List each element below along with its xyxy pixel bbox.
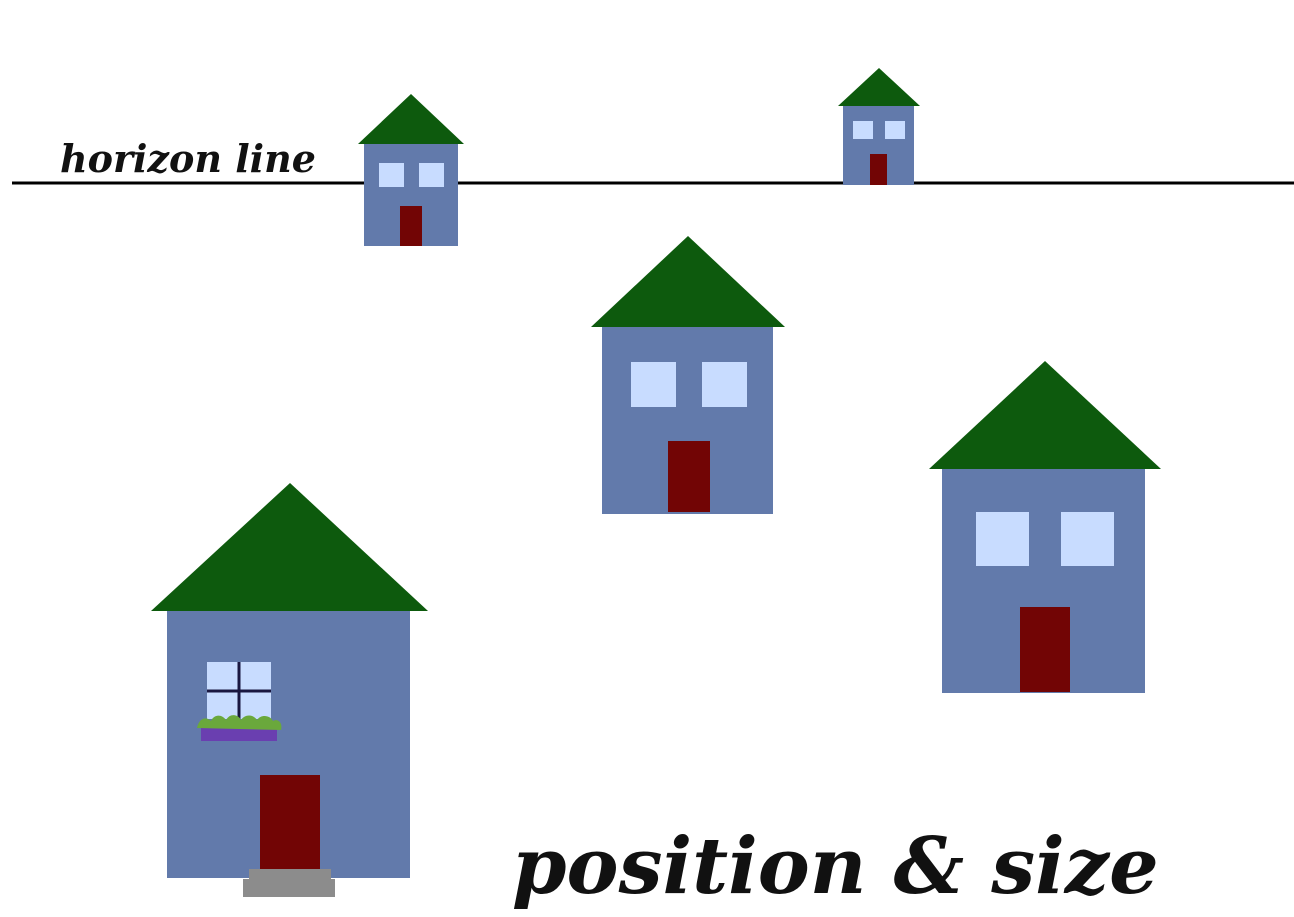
caption: position & size [512,821,1159,912]
house-window [419,163,444,187]
house-far-left [358,94,464,246]
house-door [870,154,887,185]
house-roof [838,68,920,106]
flower-box [201,727,277,741]
house-far-right [838,68,920,185]
house-roof [591,236,785,327]
house-window [853,121,873,139]
house-roof [929,361,1161,469]
door-step [243,879,335,897]
house-window [976,512,1029,566]
house-middle [591,236,785,514]
house-door [260,775,320,870]
house-window [631,362,676,407]
house-window [702,362,747,407]
house-window [1061,512,1114,566]
horizon-line-label: horizon line [60,136,316,181]
house-door [400,206,422,246]
house-roof [151,483,428,611]
house-roof [358,94,464,144]
house-door [668,441,710,512]
house-door [1020,607,1070,692]
house-right [929,361,1161,693]
house-front [151,483,428,897]
house-window [379,163,404,187]
flower-box-plants [197,715,282,730]
house-window [885,121,905,139]
door-step [249,869,331,879]
